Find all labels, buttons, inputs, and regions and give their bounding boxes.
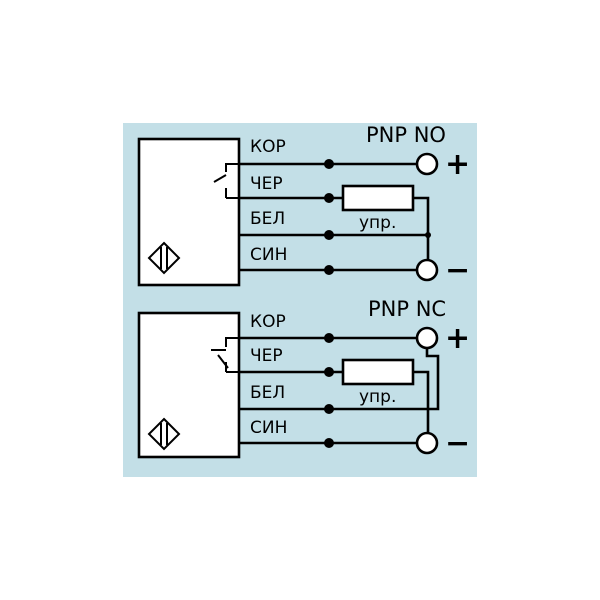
- load-resistor-top: [341, 184, 415, 212]
- terminal-plus-top: [415, 152, 439, 176]
- junction-dot: [324, 159, 334, 169]
- load-label-bottom: упр.: [359, 387, 396, 407]
- junction-dot: [324, 404, 334, 414]
- load-return-top: [413, 196, 430, 270]
- plus-sign-top: +: [445, 147, 470, 182]
- terminal-minus-top: [415, 258, 439, 282]
- plus-link-bottom: [425, 348, 440, 411]
- wire-label-cher-top: ЧЕР: [250, 174, 283, 194]
- wire-label-cher-bottom: ЧЕР: [250, 346, 283, 366]
- junction-dot: [324, 230, 334, 240]
- circuit-title-top: PNP NO: [366, 123, 446, 147]
- switch-nc-bottom-icon: [211, 337, 239, 373]
- switch-no-top-icon: [213, 163, 239, 199]
- junction-dot: [425, 232, 431, 238]
- circuit-title-bottom: PNP NC: [368, 297, 446, 321]
- terminal-minus-bottom: [415, 431, 439, 455]
- load-label-top: упр.: [359, 213, 396, 233]
- minus-sign-top: −: [445, 253, 470, 288]
- sensor-symbol-top-icon: [147, 241, 181, 275]
- bottom-circuit: [137, 311, 440, 459]
- terminal-plus-bottom: [415, 326, 439, 350]
- wire-label-kor-top: КОР: [250, 137, 286, 157]
- wire-label-kor-bottom: КОР: [250, 312, 286, 332]
- minus-sign-bottom: −: [445, 426, 470, 461]
- junction-dot: [324, 193, 334, 203]
- junction-dot: [324, 438, 334, 448]
- junction-dot: [324, 333, 334, 343]
- wire-label-bel-bottom: БЕЛ: [250, 383, 285, 403]
- plus-sign-bottom: +: [445, 321, 470, 356]
- junction-dot: [324, 265, 334, 275]
- wire-label-sin-bottom: СИН: [250, 418, 287, 438]
- load-resistor-bottom: [341, 358, 415, 386]
- wire-label-bel-top: БЕЛ: [250, 209, 285, 229]
- top-circuit: [137, 137, 439, 287]
- load-return-bottom: [413, 370, 430, 443]
- sensor-symbol-bottom-icon: [147, 417, 181, 451]
- junction-dot: [324, 367, 334, 377]
- wire-label-sin-top: СИН: [250, 245, 287, 265]
